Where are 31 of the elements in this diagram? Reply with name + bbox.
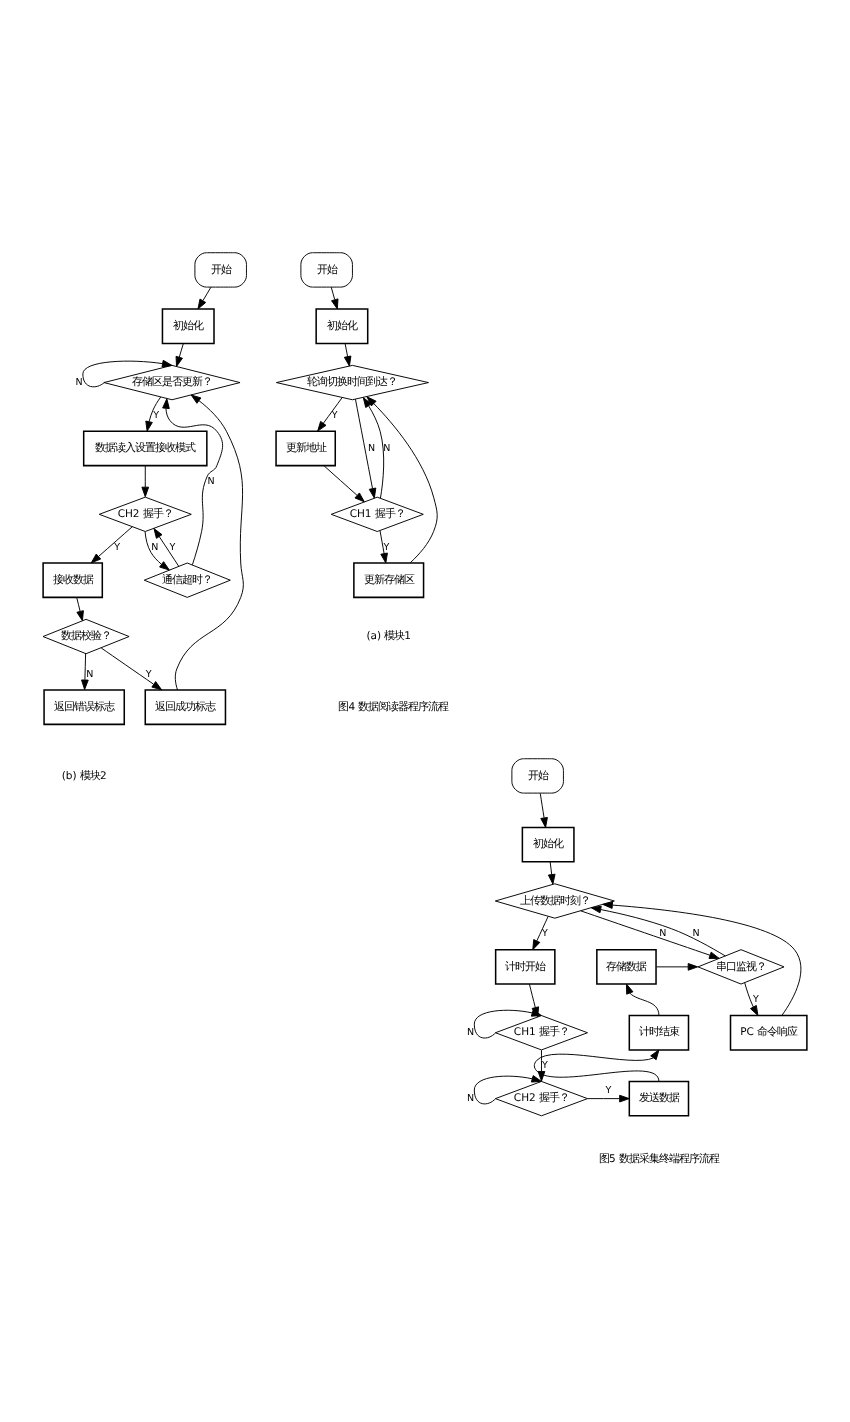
arrow: [744, 982, 759, 1016]
arrow: [532, 916, 549, 951]
arrow: [162, 398, 224, 566]
arrow: [362, 397, 385, 499]
arrow: [547, 861, 556, 885]
arrow: [473, 1009, 542, 1039]
arrow: [330, 286, 339, 310]
arrow: [144, 531, 170, 571]
arrow: [379, 530, 388, 564]
arrow: [317, 397, 343, 432]
arrow: [141, 465, 150, 498]
arrow: [90, 526, 133, 564]
arrow: [145, 396, 162, 432]
arrow: [81, 653, 89, 691]
arrow: [153, 528, 180, 567]
arrow: [539, 792, 548, 828]
arrow: [580, 910, 720, 959]
arrow: [174, 394, 244, 691]
arrow: [100, 647, 163, 691]
arrow: [76, 597, 84, 622]
arrow: [655, 963, 699, 971]
arrow: [625, 983, 660, 1017]
arrow: [197, 286, 212, 310]
arrow: [343, 343, 352, 367]
arrow: [590, 905, 726, 957]
arrow: [323, 465, 365, 503]
arrow: [366, 396, 438, 564]
arrow: [587, 1094, 630, 1103]
arrow: [354, 398, 377, 499]
arrow: [602, 901, 802, 1016]
arrow: [175, 343, 184, 367]
